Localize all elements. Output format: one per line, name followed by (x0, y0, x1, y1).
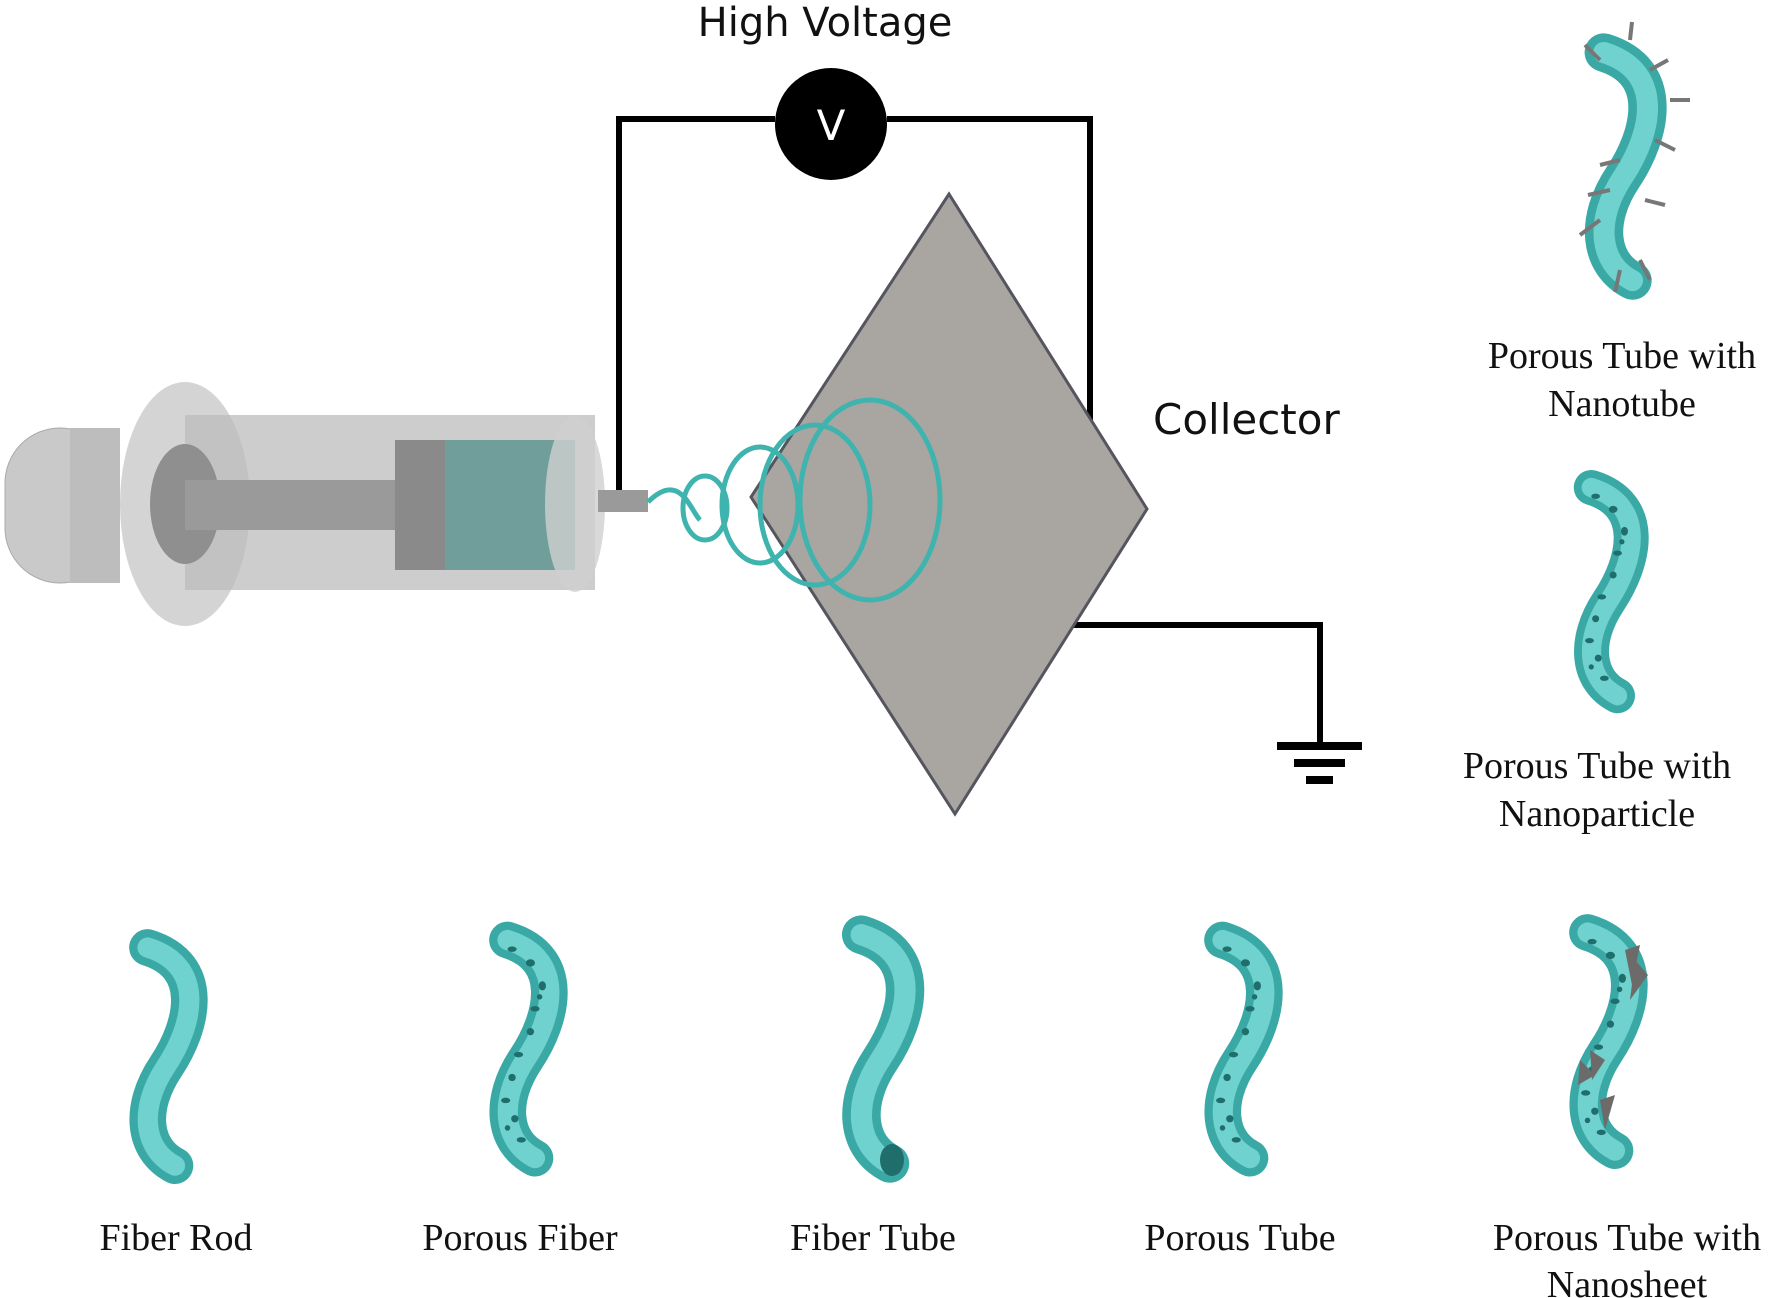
fiber-rod-image (148, 948, 190, 1166)
ground-symbol-icon (1277, 742, 1362, 784)
porous-tube-label: Porous Tube (1144, 1217, 1335, 1259)
porous-tube-image (1216, 940, 1264, 1158)
fiber-tube-label: Fiber Tube (790, 1217, 956, 1259)
syringe (4, 382, 648, 626)
nanosheet-label-line1: Porous Tube with (1493, 1217, 1761, 1259)
fiber-jet-helix (646, 397, 943, 603)
nanoparticle-label-line1: Porous Tube with (1463, 745, 1731, 787)
voltmeter-icon: V (775, 68, 887, 180)
porous-tube-nanoparticle-image (1585, 488, 1631, 696)
porous-tube-nanosheet-image (1578, 933, 1648, 1151)
nanotube-label-line2: Nanotube (1548, 383, 1696, 425)
porous-tube-nanotube-image (1578, 21, 1690, 292)
circuit-wires (616, 116, 1323, 745)
porous-fiber-image (501, 940, 549, 1158)
fiber-rod-label: Fiber Rod (99, 1217, 252, 1259)
collector-label: Collector (1153, 395, 1340, 444)
fiber-tube-image (861, 935, 905, 1176)
nanoparticle-label-line2: Nanoparticle (1499, 793, 1695, 835)
nanotube-label-line1: Porous Tube with (1488, 335, 1756, 377)
collector-plate (749, 191, 1149, 817)
porous-fiber-label: Porous Fiber (422, 1217, 618, 1259)
nanosheet-label-line2: Nanosheet (1547, 1264, 1708, 1298)
high-voltage-label: High Voltage (698, 0, 953, 46)
voltmeter-label: V (817, 101, 846, 150)
